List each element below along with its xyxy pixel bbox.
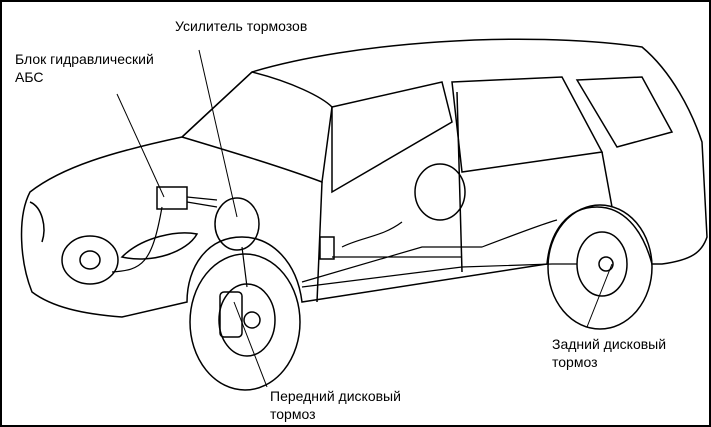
abs-unit: [156, 186, 188, 210]
grille: [29, 201, 45, 243]
brake-booster: [214, 197, 260, 251]
label-abs-line2: АБС: [15, 69, 44, 85]
label-front-line1: Передний дисковый: [270, 388, 401, 404]
brake-lines: [111, 196, 577, 288]
label-rear-line1: Задний дисковый: [552, 336, 667, 352]
front-caliper: [219, 291, 243, 338]
leader-lines: [116, 49, 613, 388]
rear-drum-spare: [414, 163, 466, 221]
label-brake-booster: Усилитель тормозов: [175, 18, 308, 34]
side-windows: [331, 76, 674, 194]
pedal-assembly: [319, 236, 335, 260]
front-wheel: [189, 253, 301, 391]
rear-brake-disc: [576, 231, 628, 297]
label-front-disc-brake: Передний дисковый тормоз: [270, 387, 401, 423]
windshield: [181, 71, 333, 184]
label-rear-disc-brake: Задний дисковый тормоз: [552, 335, 666, 371]
rear-wheel: [547, 204, 653, 330]
front-hub: [243, 311, 261, 329]
car-body-outline: [20, 38, 708, 318]
label-abs-unit: Блок гидравлический АБС: [15, 50, 154, 86]
front-left-brake: [61, 235, 119, 285]
label-front-line2: тормоз: [270, 406, 316, 422]
label-abs-line1: Блок гидравлический: [15, 51, 154, 67]
rear-hub: [598, 256, 614, 272]
headlight: [120, 232, 199, 260]
label-rear-line2: тормоз: [552, 354, 598, 370]
front-brake-disc: [218, 283, 276, 357]
